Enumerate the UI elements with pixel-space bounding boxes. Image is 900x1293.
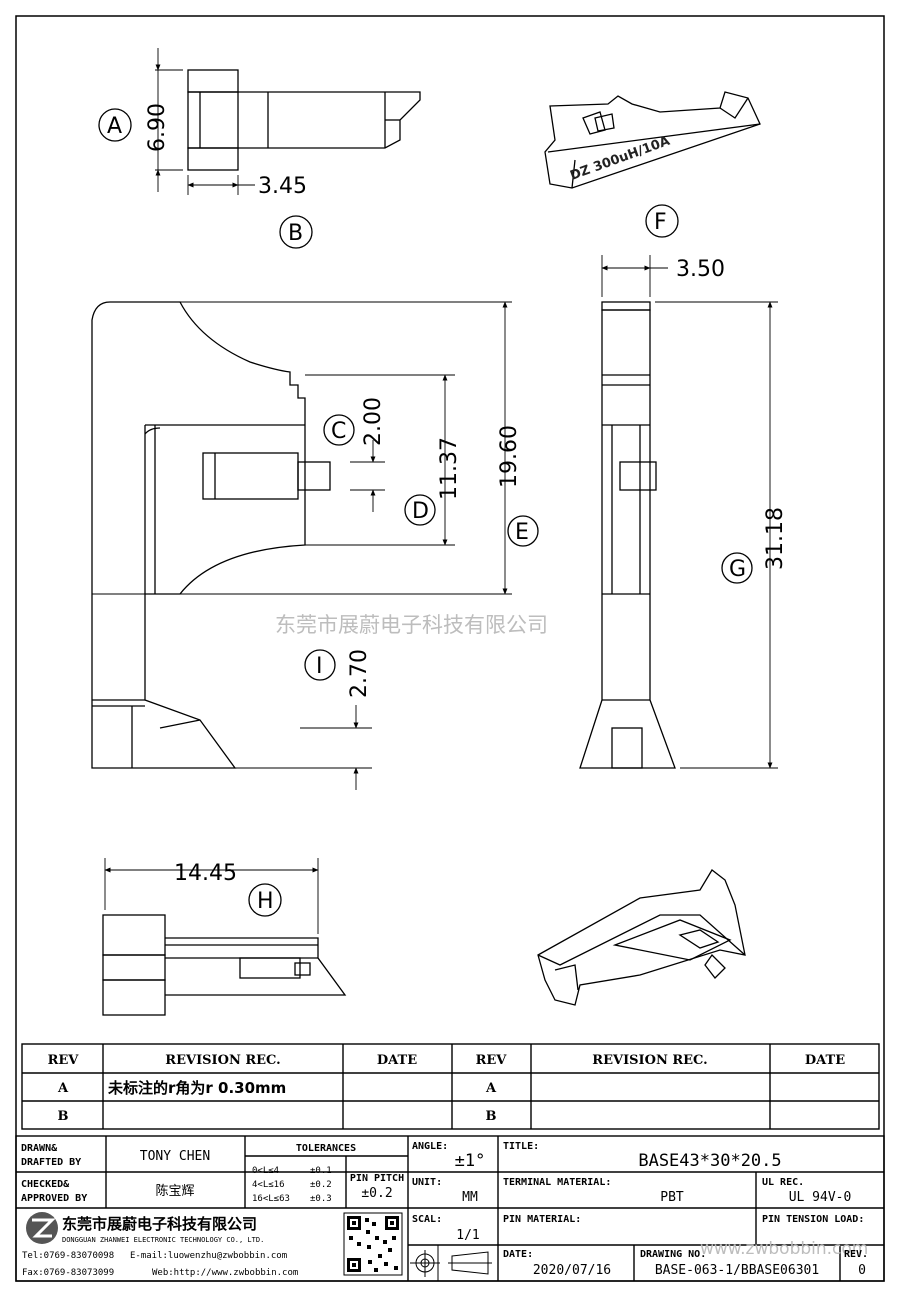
title-label: TITLE:	[503, 1141, 539, 1152]
tol-range-1: 0<L≤4	[252, 1166, 279, 1176]
date-label: DATE:	[503, 1249, 533, 1260]
view-top-left	[98, 48, 421, 249]
watermark-company: 东莞市展蔚电子科技有限公司	[275, 613, 548, 637]
company-logo-icon	[26, 1212, 58, 1244]
pin-tension-label: PIN TENSION LOAD:	[762, 1214, 864, 1225]
tolerances-label: TOLERANCES	[296, 1143, 356, 1154]
company-name-cn: 东莞市展蔚电子科技有限公司	[62, 1215, 257, 1233]
angle-value: ±1°	[455, 1151, 486, 1171]
terminal-label: TERMINAL MATERIAL:	[503, 1177, 611, 1188]
company-email: E-mail:luowenzhu@zwbobbin.com	[130, 1251, 287, 1261]
unit-value: MM	[462, 1190, 478, 1205]
dimension-c: 2.00	[361, 397, 386, 446]
view-isometric-top	[544, 91, 761, 189]
company-web: Web:http://www.zwbobbin.com	[152, 1268, 298, 1278]
dimension-h: 14.45	[174, 861, 237, 886]
dimension-i: 2.70	[347, 649, 372, 698]
pin-pitch-value: ±0.2	[361, 1186, 392, 1201]
view-isometric-bottom	[537, 869, 746, 1006]
rev-value: 0	[858, 1263, 866, 1278]
scale-value: 1/1	[456, 1228, 479, 1243]
title-block	[15, 1135, 885, 1282]
callout-i: I	[316, 654, 323, 679]
rev-header-1: REV	[48, 1053, 80, 1068]
rev-header-5: REVISION REC.	[592, 1053, 707, 1068]
company-fax: Fax:0769-83073099	[22, 1268, 114, 1278]
drawn-label-2: DRAFTED BY	[21, 1157, 81, 1168]
rev-header-6: DATE	[805, 1053, 845, 1068]
rev-header-4: REV	[476, 1053, 508, 1068]
callout-d: D	[412, 499, 429, 524]
drawn-label-1: DRAWN&	[21, 1143, 58, 1154]
dimension-b: 3.45	[258, 174, 307, 199]
callout-e: E	[515, 520, 529, 545]
rev-row-b-2: B	[486, 1109, 497, 1124]
rev-header-3: DATE	[377, 1053, 417, 1068]
pin-material-label: PIN MATERIAL:	[503, 1214, 581, 1225]
dimension-d: 11.37	[437, 437, 462, 500]
tol-value-2: ±0.2	[310, 1180, 332, 1190]
rev-label: REV.	[844, 1249, 868, 1260]
callout-a: A	[107, 114, 122, 139]
view-side	[579, 255, 778, 769]
projection-symbol-icon	[410, 1250, 492, 1277]
ul-label: UL REC.	[762, 1177, 804, 1188]
rev-row-b: B	[58, 1109, 69, 1124]
drawn-value: TONY CHEN	[140, 1149, 210, 1164]
revision-table	[21, 1043, 880, 1130]
terminal-value: PBT	[660, 1190, 684, 1205]
callout-c: C	[331, 419, 346, 444]
qr-code-icon	[343, 1212, 403, 1276]
view-front	[91, 301, 539, 790]
callout-f: F	[654, 210, 667, 235]
tol-range-2: 4<L≤16	[252, 1180, 285, 1190]
rev-row-a-2: A	[485, 1081, 497, 1096]
checked-label-2: APPROVED BY	[21, 1193, 87, 1204]
view-bottom	[102, 858, 347, 1016]
pin-pitch-label: PIN PITCH	[350, 1173, 404, 1184]
watermark-url: www.zwbobbin.com	[700, 1239, 868, 1259]
angle-label: ANGLE:	[412, 1141, 448, 1152]
callout-h: H	[257, 889, 274, 914]
company-name-en: DONGGUAN ZHANWEI ELECTRONIC TECHNOLOGY C…	[62, 1236, 264, 1244]
scale-label: SCAL:	[412, 1214, 442, 1225]
checked-value: 陈宝辉	[155, 1183, 194, 1199]
company-tel: Tel:0769-83070098	[22, 1251, 114, 1261]
drawing-no-value: BASE-063-1/BBASE06301	[655, 1263, 819, 1278]
tol-value-1: ±0.1	[310, 1166, 332, 1176]
rev-row-a: A	[57, 1081, 69, 1096]
tol-value-3: ±0.3	[310, 1194, 332, 1204]
ul-value: UL 94V-0	[789, 1190, 852, 1205]
checked-label-1: CHECKED&	[21, 1179, 70, 1190]
dimension-e: 19.60	[497, 425, 522, 488]
dimension-g: 31.18	[763, 507, 788, 570]
date-value: 2020/07/16	[533, 1263, 611, 1278]
tol-range-3: 16<L≤63	[252, 1194, 290, 1204]
callout-f-circle	[645, 204, 679, 238]
dimension-a: 6.90	[145, 103, 170, 152]
rev-header-2: REVISION REC.	[165, 1053, 280, 1068]
rev-row-a-rec: 未标注的r角为r 0.30mm	[107, 1079, 286, 1097]
drawing-no-label: DRAWING NO.	[640, 1249, 706, 1260]
callout-b: B	[288, 221, 303, 246]
callout-g: G	[729, 557, 746, 582]
unit-label: UNIT:	[412, 1177, 442, 1188]
dimension-f: 3.50	[676, 257, 725, 282]
title-value: BASE43*30*20.5	[638, 1151, 781, 1171]
